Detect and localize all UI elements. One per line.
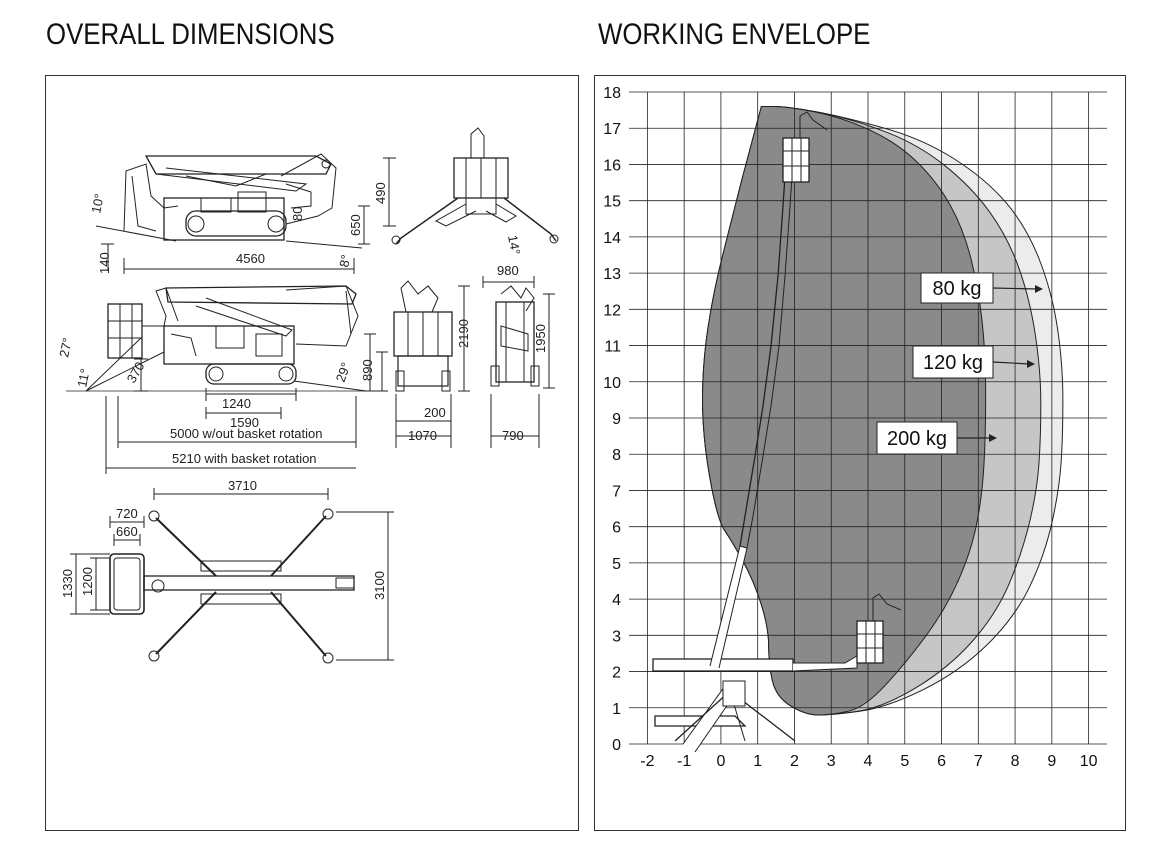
svg-text:200 kg: 200 kg bbox=[887, 428, 947, 450]
dim-200: 200 bbox=[424, 405, 446, 420]
side-view-basket-drawing bbox=[107, 285, 359, 385]
y-tick-label: 15 bbox=[603, 194, 621, 211]
dim-890: 890 bbox=[360, 359, 375, 381]
dim-980: 980 bbox=[497, 263, 519, 278]
dim-80: 80 bbox=[290, 207, 305, 221]
dim-490: 490 bbox=[373, 182, 388, 204]
x-tick-label: 8 bbox=[1011, 753, 1020, 770]
x-tick-label: 1 bbox=[753, 753, 762, 770]
y-tick-label: 2 bbox=[612, 665, 621, 682]
x-tick-label: 5 bbox=[900, 753, 909, 770]
dim-2190: 2190 bbox=[456, 319, 471, 348]
y-tick-label: 8 bbox=[612, 447, 621, 464]
dim-8deg: 8° bbox=[336, 253, 353, 268]
y-tick-label: 12 bbox=[603, 302, 621, 319]
x-tick-label: -1 bbox=[677, 753, 691, 770]
dimension-drawings: 4560 140 10° 8° 650 80 490 14° 980 27° 1… bbox=[56, 127, 559, 664]
y-tick-label: 5 bbox=[612, 556, 621, 573]
front-view-stowed-drawing bbox=[391, 127, 559, 245]
y-tick-label: 16 bbox=[603, 157, 621, 174]
x-tick-label: 6 bbox=[937, 753, 946, 770]
y-tick-label: 17 bbox=[603, 121, 621, 138]
x-tick-label: 7 bbox=[974, 753, 983, 770]
dim-1200: 1200 bbox=[80, 567, 95, 596]
x-tick-label: -2 bbox=[640, 753, 654, 770]
dim-660: 660 bbox=[116, 524, 138, 539]
y-tick-label: 1 bbox=[612, 701, 621, 718]
envelope-label-80-kg: 80 kg bbox=[920, 272, 1043, 304]
top-view-drawing bbox=[109, 508, 355, 664]
dim-1590: 1590 bbox=[230, 415, 259, 430]
y-tick-label: 7 bbox=[612, 483, 621, 500]
basket-high-drawing bbox=[782, 111, 828, 183]
dim-140: 140 bbox=[97, 252, 112, 274]
overall-dimensions-title: OVERALL DIMENSIONS bbox=[46, 18, 335, 51]
dim-1950: 1950 bbox=[533, 324, 548, 353]
dim-1330: 1330 bbox=[60, 569, 75, 598]
envelope-label-120-kg: 120 kg bbox=[912, 345, 1035, 379]
dim-11deg: 11° bbox=[74, 367, 93, 388]
dim-4560: 4560 bbox=[236, 251, 265, 266]
dim-370: 370 bbox=[124, 359, 148, 385]
envelope-label-200-kg: 200 kg bbox=[876, 421, 997, 455]
y-tick-label: 4 bbox=[612, 592, 621, 609]
y-tick-label: 10 bbox=[603, 375, 621, 392]
svg-text:120 kg: 120 kg bbox=[923, 352, 983, 374]
y-tick-label: 13 bbox=[603, 266, 621, 283]
dim-1240: 1240 bbox=[222, 396, 251, 411]
x-tick-label: 10 bbox=[1080, 753, 1098, 770]
dim-1070: 1070 bbox=[408, 428, 437, 443]
y-tick-label: 3 bbox=[612, 628, 621, 645]
x-tick-label: 4 bbox=[864, 753, 873, 770]
x-tick-label: 0 bbox=[716, 753, 725, 770]
dim-790: 790 bbox=[502, 428, 524, 443]
x-tick-label: 9 bbox=[1047, 753, 1056, 770]
svg-text:80 kg: 80 kg bbox=[933, 278, 982, 300]
dim-10deg: 10° bbox=[88, 192, 107, 214]
working-envelope-title: WORKING ENVELOPE bbox=[598, 18, 871, 51]
y-tick-label: 14 bbox=[603, 230, 621, 247]
x-tick-label: 3 bbox=[827, 753, 836, 770]
dim-27deg: 27° bbox=[56, 336, 75, 358]
y-tick-label: 9 bbox=[612, 411, 621, 428]
front-view-basket-drawing bbox=[393, 280, 453, 392]
y-tick-label: 0 bbox=[612, 737, 621, 754]
basket-low-drawing bbox=[856, 593, 902, 664]
dim-3100: 3100 bbox=[372, 571, 387, 600]
y-tick-label: 18 bbox=[603, 85, 621, 102]
dim-3710: 3710 bbox=[228, 478, 257, 493]
y-tick-label: 11 bbox=[604, 339, 621, 356]
y-tick-label: 6 bbox=[612, 520, 621, 537]
dim-5000: 5000 w/out basket rotation bbox=[170, 426, 323, 441]
overall-dimensions-panel: 4560 140 10° 8° 650 80 490 14° 980 27° 1… bbox=[45, 75, 579, 831]
dim-29deg: 29° bbox=[333, 360, 354, 384]
dim-720: 720 bbox=[116, 506, 138, 521]
machine-base-drawing bbox=[652, 175, 858, 753]
x-tick-label: 2 bbox=[790, 753, 799, 770]
dim-5210: 5210 with basket rotation bbox=[172, 451, 317, 466]
dim-14deg: 14° bbox=[505, 234, 523, 256]
side-view-stowed-drawing bbox=[123, 153, 337, 241]
narrow-front-view-drawing bbox=[490, 285, 540, 387]
dim-650: 650 bbox=[348, 214, 363, 236]
